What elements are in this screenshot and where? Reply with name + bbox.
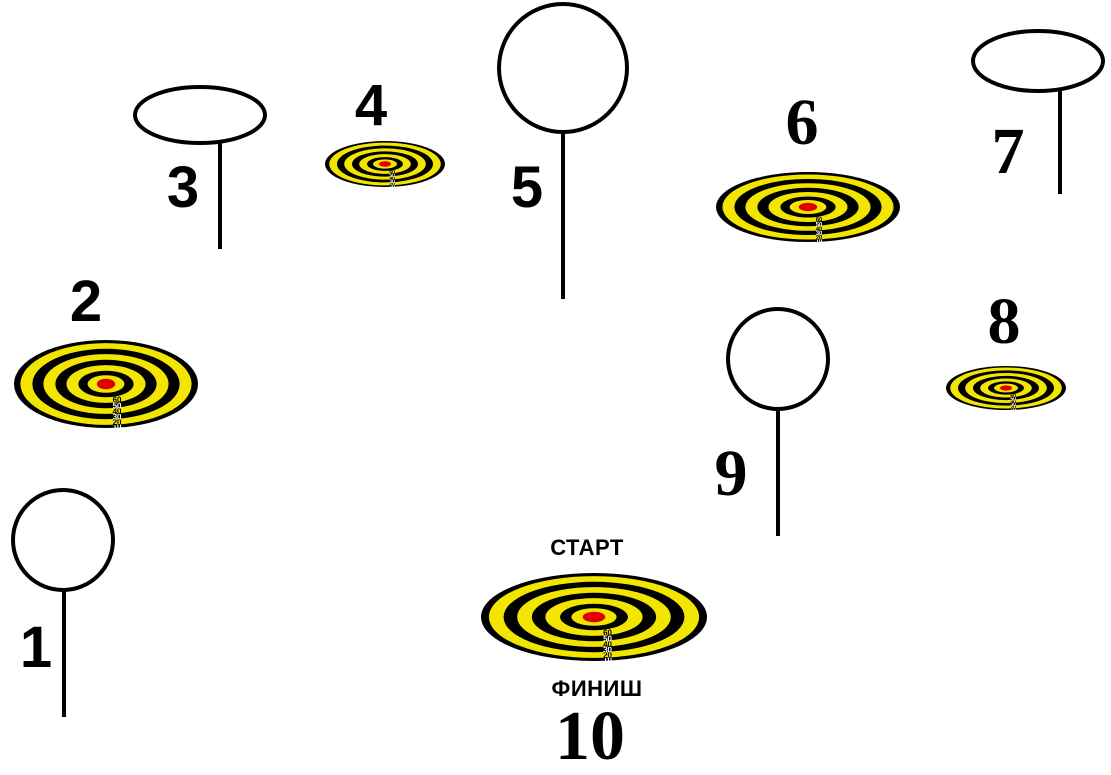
ring-score-label: 10 — [1010, 407, 1016, 413]
ring-score-label: 60 — [113, 396, 122, 405]
ring-score-label: 10 — [113, 422, 122, 431]
station-number: 7 — [991, 115, 1025, 188]
bullseye — [96, 378, 116, 390]
bullseye — [798, 202, 818, 212]
start-label: СТАРТ — [550, 535, 624, 560]
station-number: 4 — [354, 73, 388, 138]
ring-score-label: 50 — [113, 401, 122, 410]
ring-score-label: 10 — [603, 655, 612, 664]
ring-score-label: 10 — [389, 184, 395, 190]
finish-label: ФИНИШ — [551, 676, 643, 701]
bullseye — [1000, 385, 1012, 391]
bullseye — [379, 161, 391, 167]
pole-ellipse — [971, 29, 1105, 93]
ring-score-label: 50 — [816, 222, 823, 228]
station-number: 1 — [19, 615, 53, 680]
ring-score-label: 40 — [603, 640, 612, 649]
ring-score-label: 50 — [389, 173, 395, 179]
ring-score-label: 40 — [389, 176, 395, 182]
ring-score-label: 30 — [603, 645, 612, 654]
ring-score-label: 50 — [1010, 397, 1016, 403]
ring-score-label: 60 — [816, 218, 823, 224]
ring-score-label: 20 — [113, 418, 122, 427]
ring-score-label: 20 — [389, 182, 395, 188]
ring-score-label: 30 — [113, 412, 122, 421]
ring-score-label: 20 — [816, 235, 823, 241]
ring-score-label: 50 — [603, 634, 612, 643]
ring-score-label: 60 — [603, 629, 612, 638]
bullseye — [582, 611, 606, 623]
ring-score-label: 20 — [603, 651, 612, 660]
station-number: 2 — [69, 269, 103, 334]
station-number: 5 — [510, 155, 544, 220]
ring-score-label: 10 — [816, 239, 823, 245]
ring-score-label: 30 — [816, 231, 823, 237]
station-number: 9 — [714, 437, 748, 510]
ring-score-label: 30 — [389, 179, 395, 185]
ring-score-label: 30 — [1010, 402, 1016, 408]
ring-score-label: 40 — [1010, 399, 1016, 405]
station-number: 8 — [987, 285, 1021, 358]
station-number: 3 — [166, 155, 200, 220]
ring-score-label: 60 — [389, 170, 395, 176]
pole-ellipse — [133, 85, 267, 145]
station-number: 10 — [555, 698, 625, 775]
station-number: 6 — [785, 86, 819, 159]
ring-score-label: 40 — [113, 407, 122, 416]
ring-score-label: 60 — [1010, 394, 1016, 400]
ring-score-label: 40 — [816, 227, 823, 233]
ring-score-label: 20 — [1010, 405, 1016, 411]
